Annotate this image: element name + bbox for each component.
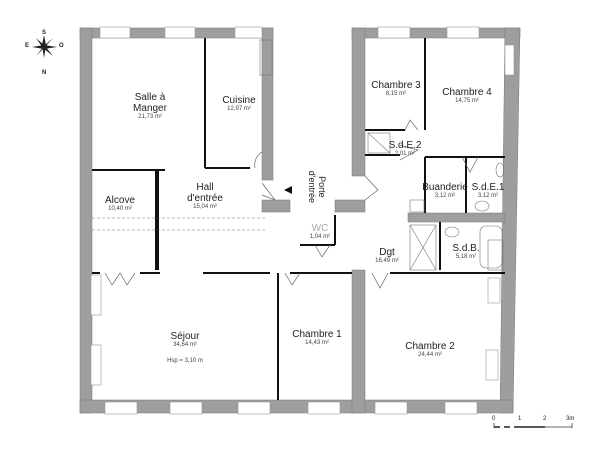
compass-rose-icon — [32, 35, 57, 58]
compass-west: O — [59, 43, 64, 49]
room-sdb: S.d.B.5,18 m² — [452, 243, 480, 260]
scale-tick: 2 — [543, 416, 547, 422]
scale-tick: 3m — [566, 416, 575, 422]
ceiling-height: Hsp = 3,10 m — [167, 357, 203, 364]
entrance-arrow-icon — [284, 186, 292, 194]
door-swings — [104, 119, 479, 289]
compass-south: S — [42, 30, 47, 36]
scale-tick: 1 — [518, 416, 522, 422]
fixtures — [92, 39, 505, 271]
scale-bar — [493, 423, 573, 428]
partitions — [92, 38, 505, 400]
windows — [90, 26, 515, 415]
compass-east: E — [25, 43, 30, 49]
scale-tick: 0 — [492, 416, 496, 422]
compass-north: N — [42, 70, 47, 76]
